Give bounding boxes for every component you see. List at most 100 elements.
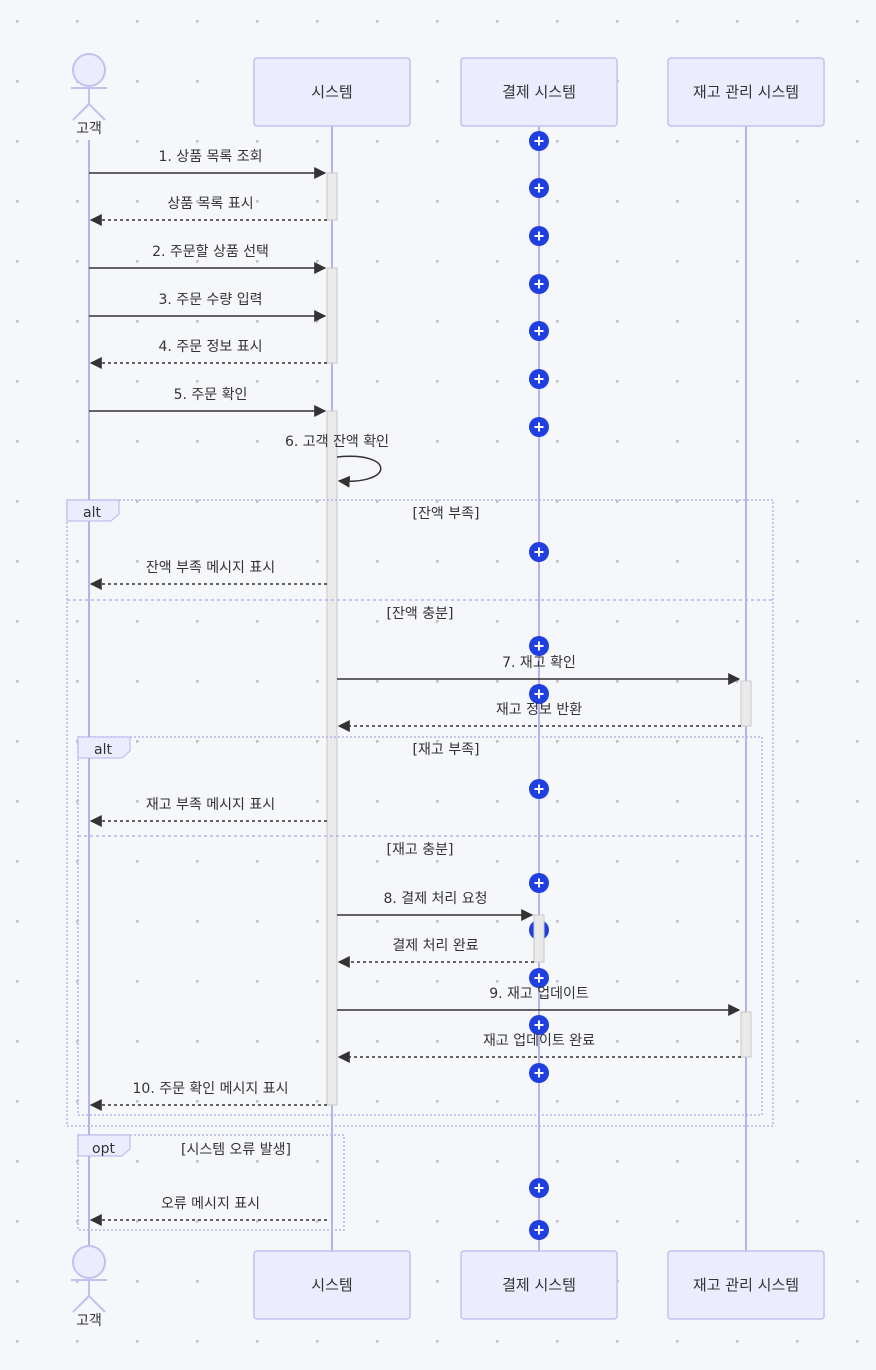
- participant-label: 재고 관리 시스템: [693, 83, 799, 101]
- plus-icon: [529, 1063, 549, 1083]
- message-label: 상품 목록 표시: [167, 196, 253, 212]
- participant-label: 결제 시스템: [502, 83, 576, 101]
- message-7: 6. 고객 잔액 확인: [285, 434, 389, 488]
- participant-box: [460, 57, 618, 127]
- plus-icon: [529, 131, 549, 151]
- plus-icon: [529, 873, 549, 893]
- activation-bar-system: [326, 172, 338, 221]
- fragment-opt-error: [77, 1134, 345, 1231]
- message-arrow: [336, 455, 382, 488]
- participant-label: 재고 관리 시스템: [693, 1276, 799, 1294]
- plus-icon: [529, 779, 549, 799]
- plus-icon: [529, 178, 549, 198]
- fragment-alt-balance-tab: [66, 499, 120, 522]
- fragment-alt-inventory-cond2: [재고 충분]: [387, 842, 454, 858]
- fragment-alt-balance-cond1: [잔액 부족]: [413, 506, 480, 522]
- message-8: 잔액 부족 메시지 표시: [89, 560, 327, 590]
- plus-icon: [529, 1220, 549, 1240]
- activations: [326, 172, 752, 1106]
- message-11: 재고 부족 메시지 표시: [89, 797, 327, 827]
- participant-box: [667, 57, 825, 127]
- participant-payment-bottom: 결제 시스템: [460, 1250, 618, 1320]
- message-17: 오류 메시지 표시: [89, 1196, 327, 1226]
- message-label: 잔액 부족 메시지 표시: [146, 560, 275, 576]
- message-2: 상품 목록 표시: [89, 196, 327, 226]
- message-1: 1. 상품 목록 조회: [89, 149, 327, 179]
- fragment-alt-inventory-label: alt: [94, 742, 112, 758]
- fragment-opt-error-tab: [77, 1134, 131, 1157]
- message-label: 6. 고객 잔액 확인: [285, 434, 389, 450]
- message-label: 10. 주문 확인 메시지 표시: [133, 1081, 289, 1097]
- participant-label: 결제 시스템: [502, 1276, 576, 1294]
- message-13: 결제 처리 완료: [337, 938, 534, 968]
- message-label: 1. 상품 목록 조회: [159, 149, 263, 165]
- message-9: 7. 재고 확인: [337, 655, 741, 685]
- plus-icon: [529, 321, 549, 341]
- participant-customer-bottom: 고객: [71, 1245, 107, 1329]
- fragment-alt-inventory-tab: [77, 736, 131, 759]
- fragment-alt-balance: [66, 499, 774, 1127]
- plus-icon: [529, 1178, 549, 1198]
- message-16: 10. 주문 확인 메시지 표시: [89, 1081, 327, 1111]
- fragments: alt [잔액 부족] [잔액 충분] alt [재고 부족] [재고 충분] …: [66, 499, 774, 1231]
- message-15: 재고 업데이트 완료: [337, 1033, 741, 1063]
- message-10: 재고 정보 반환: [337, 702, 741, 732]
- participant-box: [253, 57, 411, 127]
- participant-customer-top: 고객: [71, 53, 107, 137]
- plus-icon: [529, 636, 549, 656]
- fragment-opt-error-label: opt: [92, 1141, 115, 1157]
- actor-icon: [72, 1245, 106, 1279]
- message-label: 4. 주문 정보 표시: [159, 339, 263, 355]
- message-label: 결제 처리 완료: [392, 938, 478, 954]
- participant-system-top: 시스템: [253, 57, 411, 127]
- message-label: 오류 메시지 표시: [161, 1196, 260, 1212]
- activation-bar-inventory: [740, 1011, 752, 1058]
- activation-bar-inventory: [740, 680, 752, 727]
- message-3: 2. 주문할 상품 선택: [89, 244, 327, 274]
- participant-label: 고객: [76, 1313, 102, 1329]
- participant-box: [667, 1250, 825, 1320]
- activation-bar-system: [326, 410, 338, 1106]
- message-label: 재고 업데이트 완료: [483, 1033, 595, 1049]
- plus-icon: [529, 226, 549, 246]
- fragment-alt-balance-label: alt: [83, 505, 101, 521]
- participant-box: [253, 1250, 411, 1320]
- message-label: 5. 주문 확인: [174, 387, 248, 403]
- message-label: 7. 재고 확인: [502, 655, 576, 671]
- message-label: 재고 정보 반환: [496, 702, 582, 718]
- message-6: 5. 주문 확인: [89, 387, 327, 417]
- plus-icon: [529, 1015, 549, 1035]
- plus-icon: [529, 369, 549, 389]
- plus-icon: [529, 968, 549, 988]
- message-label: 9. 재고 업데이트: [489, 986, 589, 1002]
- message-5: 4. 주문 정보 표시: [89, 339, 327, 369]
- activation-bar-system: [326, 267, 338, 364]
- participant-box: [460, 1250, 618, 1320]
- participant-label: 시스템: [311, 83, 352, 101]
- fragment-alt-inventory-cond1: [재고 부족]: [413, 742, 480, 758]
- message-4: 3. 주문 수량 입력: [89, 292, 327, 322]
- message-label: 재고 부족 메시지 표시: [146, 797, 275, 813]
- participant-label: 시스템: [311, 1276, 352, 1294]
- participant-system-bottom: 시스템: [253, 1250, 411, 1320]
- fragment-opt-error-cond: [시스템 오류 발생]: [181, 1142, 291, 1158]
- actor-icon: [72, 53, 106, 87]
- participant-label: 고객: [76, 121, 102, 137]
- plus-icon: [529, 684, 549, 704]
- fragment-alt-balance-cond2: [잔액 충분]: [387, 606, 454, 622]
- message-label: 8. 결제 처리 요청: [384, 891, 488, 907]
- message-12: 8. 결제 처리 요청: [337, 891, 534, 921]
- plus-icon: [529, 417, 549, 437]
- message-label: 3. 주문 수량 입력: [159, 292, 263, 308]
- plus-markers: [529, 131, 549, 1240]
- participant-inventory-bottom: 재고 관리 시스템: [667, 1250, 825, 1320]
- participant-inventory-top: 재고 관리 시스템: [667, 57, 825, 127]
- participant-payment-top: 결제 시스템: [460, 57, 618, 127]
- message-label: 2. 주문할 상품 선택: [152, 244, 269, 260]
- activation-bar-payment: [533, 914, 545, 963]
- fragment-alt-inventory: [77, 736, 763, 1116]
